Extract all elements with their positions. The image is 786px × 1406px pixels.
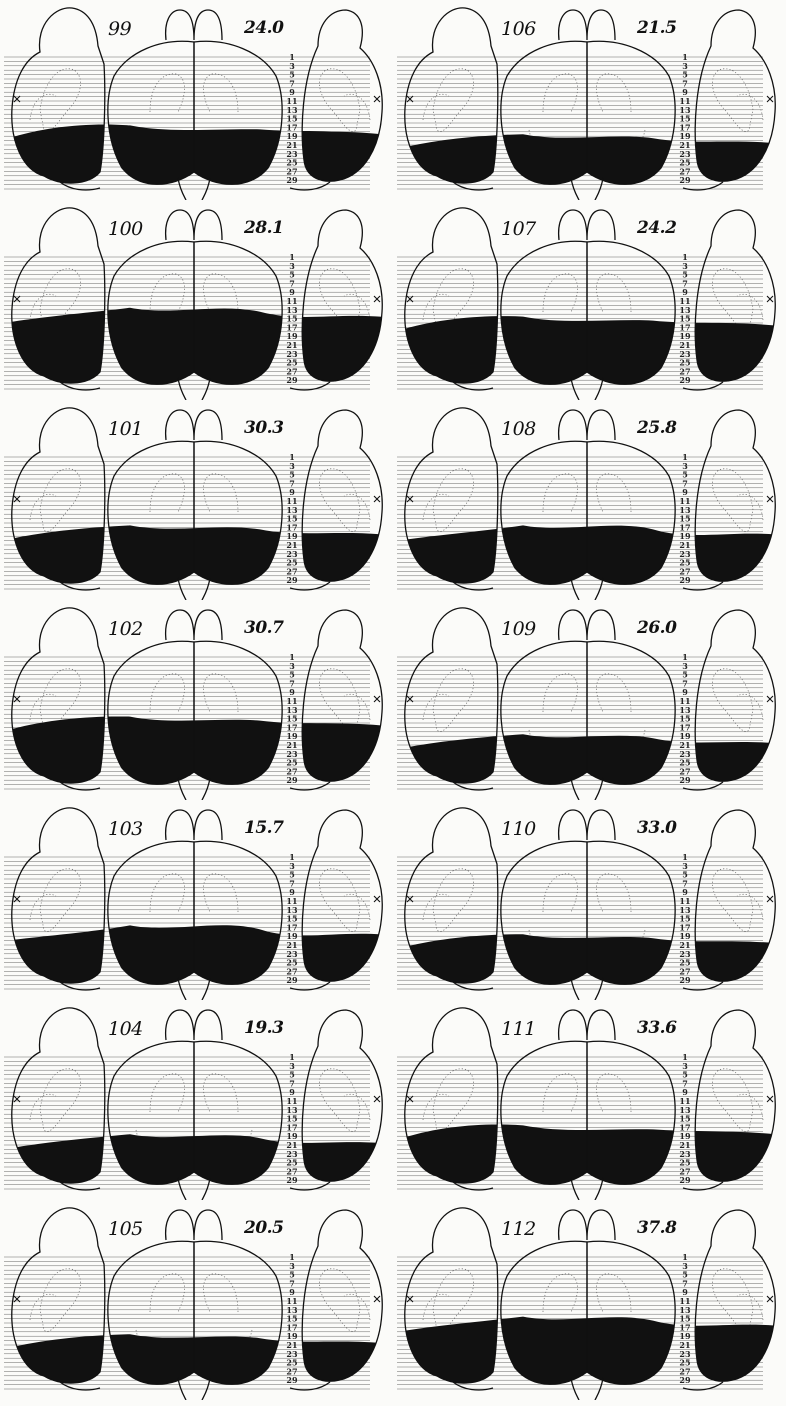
brain-diagram: 1357911131517192123252729 — [393, 0, 786, 200]
lesion-percent: 28.1 — [244, 220, 283, 237]
scale-label: 29 — [286, 175, 298, 185]
lesion-area — [0, 1334, 393, 1400]
lesion-area — [393, 316, 786, 400]
lesion-area — [393, 1317, 786, 1400]
scale-label: 29 — [286, 375, 298, 385]
lesion-area — [393, 134, 786, 200]
scale-label: 29 — [679, 575, 691, 585]
scale-labels: 1357911131517192123252729 — [286, 1052, 298, 1185]
scale-label: 29 — [679, 175, 691, 185]
brain-diagram: 1357911131517192123252729 — [0, 0, 393, 200]
case-number: 107 — [501, 220, 536, 239]
case-number: 104 — [108, 1020, 143, 1039]
lesion-percent: 15.7 — [244, 820, 283, 837]
brain-panel-106: 1357911131517192123252729 106 21.5 — [393, 0, 786, 200]
lesion-area — [0, 124, 393, 200]
scale-labels: 1357911131517192123252729 — [286, 1252, 298, 1385]
brain-diagram: 1357911131517192123252729 — [0, 1000, 393, 1200]
lesion-area — [0, 716, 393, 800]
case-number: 108 — [501, 420, 536, 439]
scale-labels: 1357911131517192123252729 — [679, 252, 691, 385]
scale-labels: 1357911131517192123252729 — [679, 452, 691, 585]
lesion-percent: 19.3 — [244, 1020, 283, 1037]
scale-label: 29 — [679, 775, 691, 785]
case-number: 99 — [108, 20, 131, 39]
lesion-percent: 30.3 — [244, 420, 283, 437]
scale-labels: 1357911131517192123252729 — [286, 52, 298, 185]
case-number: 112 — [501, 1220, 536, 1239]
brain-panel-100: 1357911131517192123252729 100 28.1 — [0, 200, 393, 400]
scale-label: 29 — [679, 1175, 691, 1185]
case-number: 106 — [501, 20, 536, 39]
lesion-area — [393, 734, 786, 800]
lesion-percent: 33.6 — [637, 1020, 676, 1037]
scale-label: 29 — [286, 975, 298, 985]
lesion-percent: 21.5 — [637, 20, 676, 37]
brain-panel-105: 1357911131517192123252729 105 20.5 — [0, 1200, 393, 1400]
brain-diagram: 1357911131517192123252729 — [393, 600, 786, 800]
brain-diagram: 1357911131517192123252729 — [0, 800, 393, 1000]
case-number: 111 — [501, 1020, 536, 1039]
case-number: 109 — [501, 620, 536, 639]
brain-diagram: 1357911131517192123252729 — [0, 1200, 393, 1400]
scale-label: 29 — [679, 1375, 691, 1385]
lesion-percent: 37.8 — [637, 1220, 676, 1237]
scale-label: 29 — [679, 375, 691, 385]
case-number: 102 — [108, 620, 143, 639]
scale-labels: 1357911131517192123252729 — [286, 652, 298, 785]
scale-label: 29 — [679, 975, 691, 985]
brain-panel-110: 1357911131517192123252729 110 33.0 — [393, 800, 786, 1000]
lesion-percent: 26.0 — [637, 620, 676, 637]
lesion-area — [393, 934, 786, 1000]
lesion-percent: 25.8 — [637, 420, 676, 437]
lesion-area — [393, 1124, 786, 1200]
lesion-area — [0, 308, 393, 400]
lesion-percent: 24.2 — [637, 220, 676, 237]
brain-panel-99: 1357911131517192123252729 99 24.0 — [0, 0, 393, 200]
scale-label: 29 — [286, 1375, 298, 1385]
scale-labels: 1357911131517192123252729 — [679, 1252, 691, 1385]
case-number: 110 — [501, 820, 536, 839]
brain-diagram: 1357911131517192123252729 — [393, 1000, 786, 1200]
brain-panel-104: 1357911131517192123252729 104 19.3 — [0, 1000, 393, 1200]
lesion-percent: 24.0 — [244, 20, 283, 37]
scale-label: 29 — [286, 1175, 298, 1185]
scale-label: 29 — [286, 775, 298, 785]
lesion-percent: 20.5 — [244, 1220, 283, 1237]
brain-panel-108: 1357911131517192123252729 108 25.8 — [393, 400, 786, 600]
scale-label: 29 — [286, 575, 298, 585]
case-number: 101 — [108, 420, 143, 439]
lesion-area — [0, 1134, 393, 1200]
lesion-percent: 33.0 — [637, 820, 676, 837]
lesion-percent: 30.7 — [244, 620, 283, 637]
case-number: 105 — [108, 1220, 143, 1239]
scale-labels: 1357911131517192123252729 — [286, 252, 298, 385]
brain-diagram: 1357911131517192123252729 — [393, 1200, 786, 1400]
brain-panel-101: 1357911131517192123252729 101 30.3 — [0, 400, 393, 600]
case-number: 103 — [108, 820, 143, 839]
brain-panel-111: 1357911131517192123252729 111 33.6 — [393, 1000, 786, 1200]
scale-labels: 1357911131517192123252729 — [679, 52, 691, 185]
scale-labels: 1357911131517192123252729 — [679, 1052, 691, 1185]
scale-labels: 1357911131517192123252729 — [679, 852, 691, 985]
brain-panel-112: 1357911131517192123252729 112 37.8 — [393, 1200, 786, 1400]
case-number: 100 — [108, 220, 143, 239]
brain-panel-103: 1357911131517192123252729 103 15.7 — [0, 800, 393, 1000]
